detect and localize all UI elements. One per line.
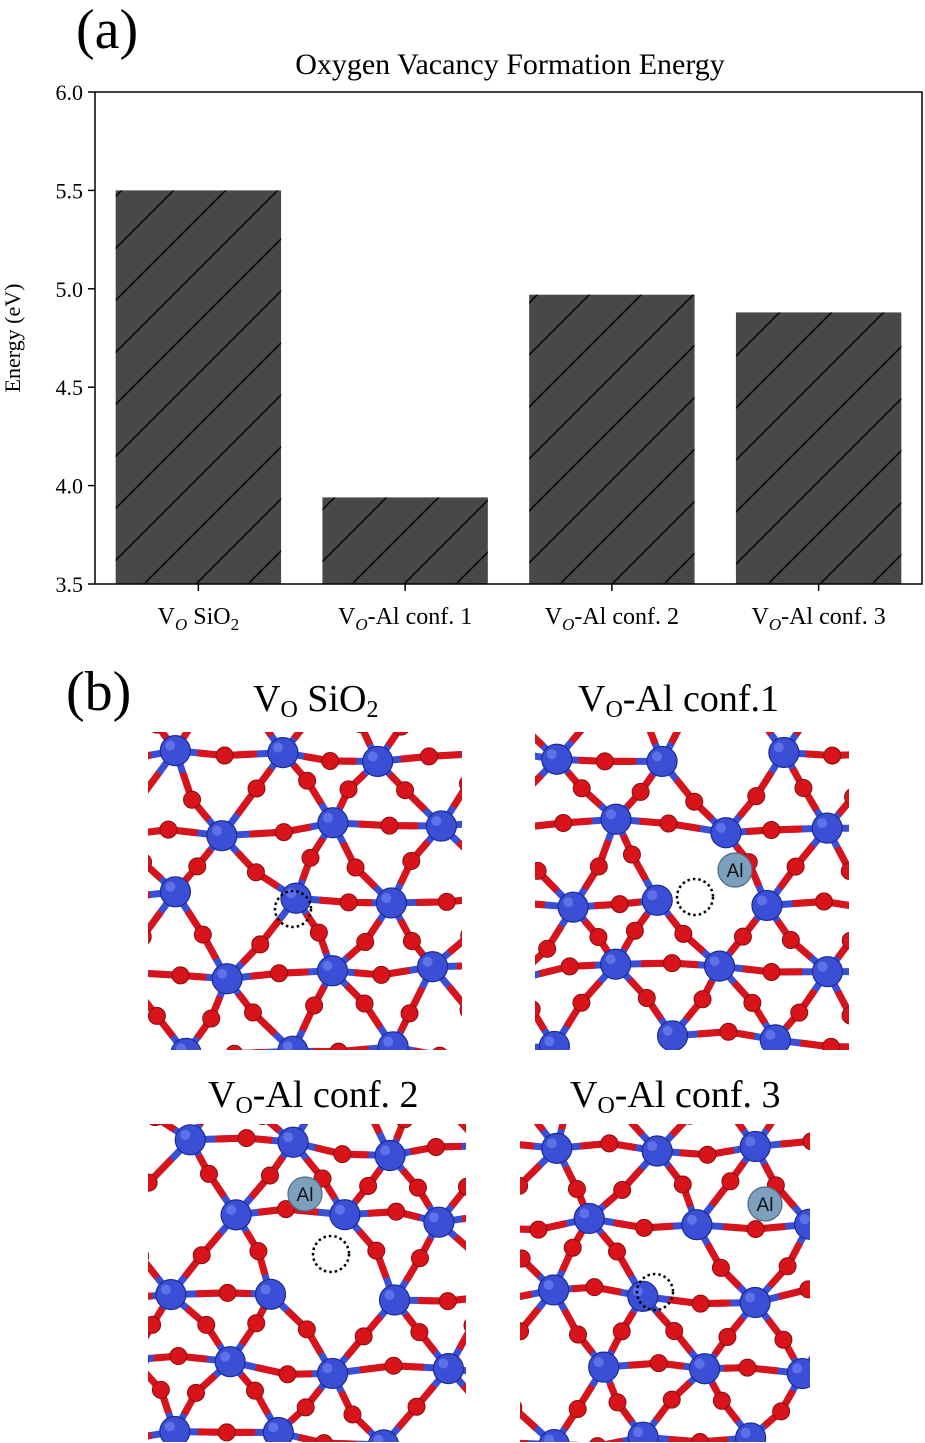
panel-label-b: (b) bbox=[66, 661, 132, 723]
plot-frame bbox=[94, 91, 923, 585]
aluminum-label: Al bbox=[727, 861, 744, 882]
bar-2 bbox=[322, 497, 488, 584]
silicon-atoms bbox=[538, 1130, 810, 1442]
y-tick-label: 4.5 bbox=[56, 375, 84, 400]
panel-label-a: (a) bbox=[76, 0, 139, 61]
vacancy-marker bbox=[675, 877, 715, 917]
x-tick-label: VO-Al conf. 3 bbox=[751, 604, 885, 634]
x-tick-label: VO SiO2 bbox=[158, 604, 239, 634]
silicon-atoms bbox=[148, 1124, 464, 1442]
structure-4: Al bbox=[520, 1124, 810, 1442]
structure-title-2: VO-Al conf.1 bbox=[578, 678, 779, 723]
x-tick-label: VO-Al conf. 2 bbox=[545, 604, 679, 634]
structure-title-1: VO SiO2 bbox=[253, 678, 379, 723]
aluminum-atom: Al bbox=[747, 1186, 783, 1222]
vacancy-marker bbox=[311, 1234, 351, 1274]
vacancy-marker bbox=[273, 889, 313, 929]
vacancy-marker bbox=[635, 1272, 675, 1312]
chart-title: Oxygen Vacancy Formation Energy bbox=[295, 48, 725, 81]
y-tick-label: 6.0 bbox=[56, 80, 84, 105]
structure-title-3: VO-Al conf. 2 bbox=[208, 1074, 419, 1119]
bar-4 bbox=[735, 312, 902, 584]
silicon-atoms bbox=[538, 736, 844, 1050]
structure-1 bbox=[148, 732, 462, 1050]
aluminum-atom: Al bbox=[717, 852, 753, 888]
aluminum-label: Al bbox=[297, 1185, 314, 1206]
y-tick-label: 4.0 bbox=[56, 474, 84, 499]
y-tick-label: 5.5 bbox=[56, 178, 84, 203]
structure-title-4: VO-Al conf. 3 bbox=[570, 1074, 781, 1119]
bar-1 bbox=[115, 190, 282, 584]
oxygen-atoms bbox=[148, 1124, 466, 1442]
y-tick-label: 3.5 bbox=[56, 572, 84, 597]
y-axis-label: Energy (eV) bbox=[0, 284, 25, 393]
y-tick-label: 5.0 bbox=[56, 277, 84, 302]
aluminum-atom: Al bbox=[287, 1176, 323, 1212]
silicon-atoms bbox=[159, 735, 457, 1050]
structure-3: Al bbox=[148, 1124, 466, 1442]
structure-2: Al bbox=[535, 732, 849, 1050]
oxygen-atoms bbox=[535, 746, 849, 1050]
x-tick-label: VO-Al conf. 1 bbox=[338, 604, 472, 634]
oxygen-atoms bbox=[148, 732, 462, 1050]
oxygen-atoms bbox=[520, 1124, 810, 1442]
bar-chart: Oxygen Vacancy Formation Energy Energy (… bbox=[0, 48, 923, 634]
aluminum-label: Al bbox=[757, 1195, 774, 1216]
bar-3 bbox=[529, 294, 695, 584]
